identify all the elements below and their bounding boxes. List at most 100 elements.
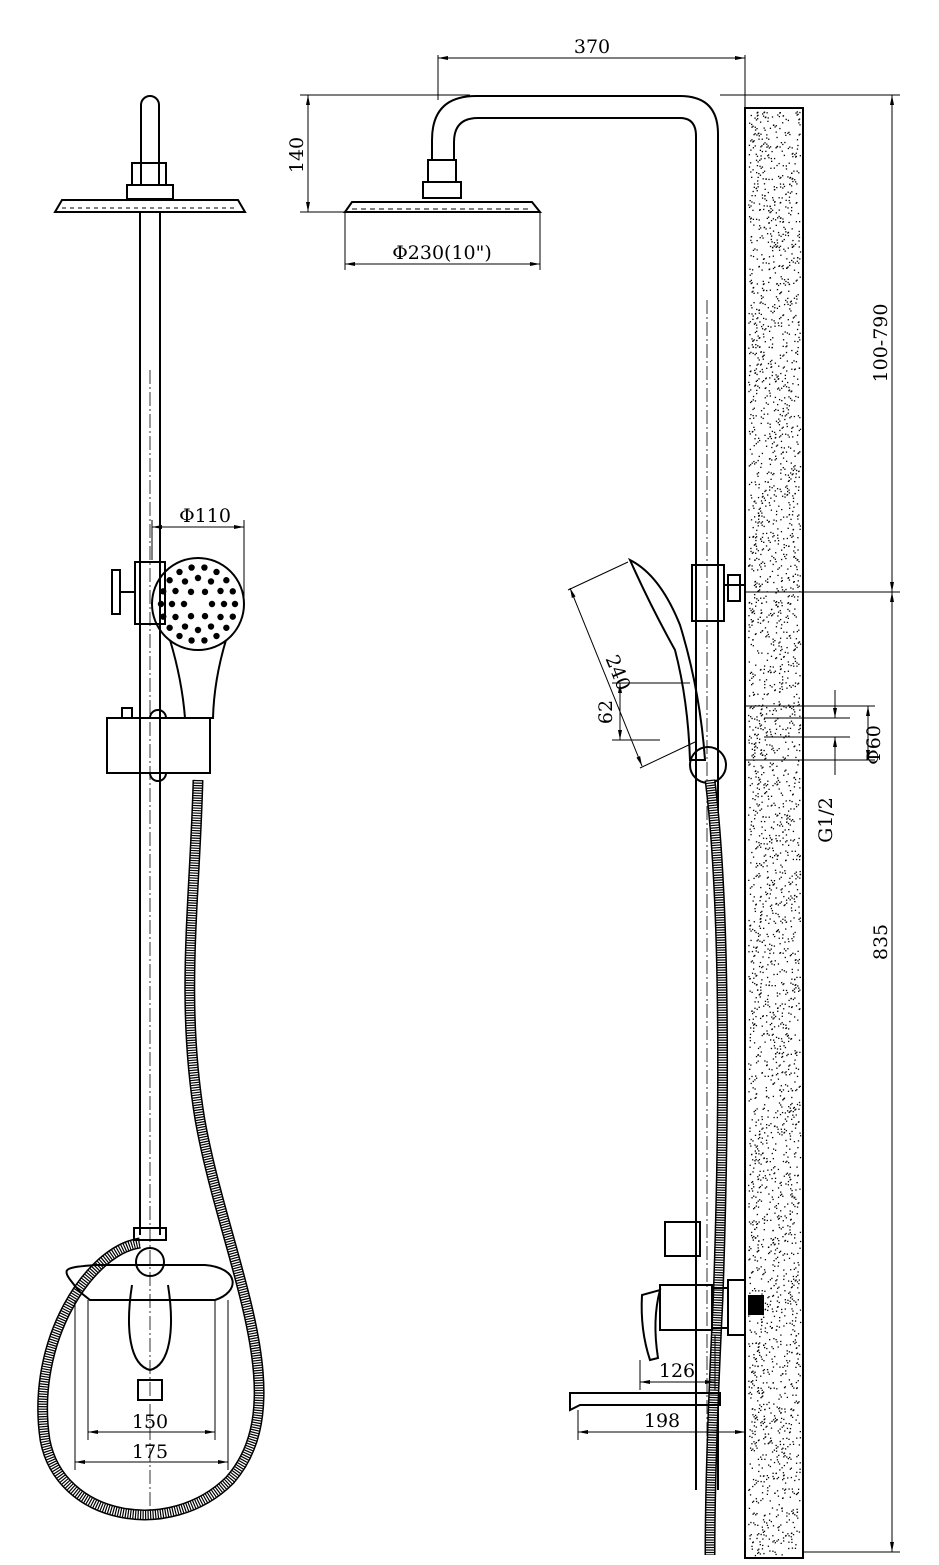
wall-stipple-dot	[794, 1320, 797, 1322]
wall-stipple-dot	[751, 1387, 753, 1389]
wall-stipple-dot	[781, 1106, 783, 1108]
wall-stipple-dot	[770, 1022, 773, 1025]
wall-stipple-dot	[779, 1394, 781, 1396]
wall-stipple-dot	[751, 282, 753, 284]
wall-stipple-dot	[793, 269, 796, 271]
wall-stipple-dot	[765, 900, 767, 902]
wall-stipple-dot	[782, 934, 784, 936]
wall-stipple-dot	[767, 1110, 769, 1112]
wall-stipple-dot	[765, 580, 767, 582]
wall-stipple-dot	[782, 656, 785, 658]
wall-stipple-dot	[753, 1425, 755, 1427]
wall-stipple-dot	[748, 944, 750, 947]
wall-stipple-dot	[796, 693, 798, 696]
wall-stipple-dot	[763, 665, 766, 667]
wall-stipple-dot	[760, 749, 763, 751]
wall-stipple-dot	[771, 842, 773, 844]
wall-stipple-dot	[756, 1223, 758, 1226]
wall-stipple-dot	[779, 668, 782, 671]
wall-stipple-dot	[755, 841, 758, 843]
wall-stipple-dot	[778, 209, 780, 211]
wall-stipple-dot	[764, 951, 766, 953]
wall-stipple-dot	[799, 799, 801, 802]
wall-stipple-dot	[792, 500, 795, 503]
wall-stipple-dot	[776, 1048, 779, 1050]
wall-stipple-dot	[766, 1522, 768, 1524]
wall-stipple-dot	[787, 617, 790, 620]
wall-stipple-dot	[766, 706, 768, 709]
wall-stipple-dot	[785, 741, 787, 743]
wall-stipple-dot	[758, 265, 761, 268]
wall-stipple-dot	[773, 1116, 775, 1119]
wall-stipple-dot	[765, 732, 767, 734]
wall-stipple-dot	[752, 928, 754, 931]
wall-stipple-dot	[787, 661, 790, 663]
wall-stipple-dot	[766, 578, 769, 580]
wall-stipple-dot	[769, 211, 771, 214]
wall-stipple-dot	[758, 1392, 760, 1394]
wall-stipple-dot	[762, 1143, 764, 1145]
wall-stipple-dot	[781, 579, 783, 582]
wall-stipple-dot	[793, 746, 795, 748]
wall-stipple-dot	[797, 1019, 799, 1021]
wall-stipple-dot	[782, 457, 785, 459]
wall-stipple-dot	[765, 636, 767, 638]
wall-stipple-dot	[770, 1287, 772, 1289]
wall-stipple-dot	[772, 1229, 774, 1232]
wall-stipple-dot	[798, 486, 800, 488]
wall-stipple-dot	[789, 899, 791, 901]
wall-stipple-dot	[750, 1064, 752, 1066]
wall-stipple-dot	[782, 806, 785, 808]
wall-stipple-dot	[775, 1283, 777, 1285]
wall-stipple-dot	[767, 1169, 769, 1171]
nozzle	[207, 623, 215, 630]
wall-stipple-dot	[762, 866, 764, 868]
wall-stipple-dot	[777, 568, 779, 570]
wall-stipple-dot	[782, 367, 785, 369]
wall-stipple-dot	[774, 219, 777, 221]
wall-stipple-dot	[759, 346, 761, 348]
wall-stipple-dot	[791, 1488, 793, 1490]
wall-stipple-dot	[793, 1072, 796, 1074]
wall-stipple-dot	[799, 976, 801, 979]
wall-stipple-dot	[755, 605, 757, 607]
wall-stipple-dot	[772, 1472, 774, 1474]
wall-stipple-dot	[761, 549, 764, 551]
wall-stipple-dot	[759, 237, 761, 239]
wall-stipple-dot	[780, 453, 783, 455]
wall-stipple-dot	[762, 1391, 765, 1393]
wall-stipple-dot	[750, 413, 752, 416]
wall-stipple-dot	[776, 388, 779, 390]
wall-stipple-dot	[753, 426, 755, 429]
wall-stipple-dot	[788, 1233, 790, 1235]
wall-stipple-dot	[791, 1308, 793, 1310]
wall-stipple-dot	[776, 1275, 779, 1277]
wall-stipple-dot	[756, 1008, 758, 1010]
nozzle	[172, 613, 179, 621]
wall-stipple-dot	[785, 1145, 788, 1147]
wall-stipple-dot	[763, 1219, 766, 1221]
wall-stipple-dot	[760, 1257, 762, 1259]
wall-stipple-dot	[767, 481, 769, 483]
wall-stipple-dot	[793, 245, 795, 247]
wall-stipple-dot	[784, 377, 786, 380]
wall-stipple-dot	[751, 565, 753, 567]
wall-stipple-dot	[787, 119, 790, 122]
wall-stipple-dot	[751, 991, 753, 993]
wall-stipple-dot	[752, 1370, 754, 1372]
wall-stipple-dot	[769, 395, 772, 397]
wall-stipple-dot	[777, 528, 779, 530]
wall-stipple-dot	[774, 1149, 777, 1151]
wall-stipple-dot	[773, 1478, 775, 1480]
wall-stipple-dot	[785, 414, 788, 416]
wall-stipple-dot	[767, 621, 770, 623]
wall-stipple-dot	[757, 525, 759, 527]
wall-stipple-dot	[798, 703, 800, 706]
wall-stipple-dot	[768, 502, 770, 504]
wall-stipple-dot	[765, 860, 767, 862]
wall-stipple-dot	[780, 478, 782, 480]
wall-stipple-dot	[759, 1186, 762, 1188]
wall-stipple-dot	[788, 579, 791, 581]
wall-stipple-dot	[785, 1151, 787, 1154]
wall-stipple-dot	[775, 1003, 777, 1005]
